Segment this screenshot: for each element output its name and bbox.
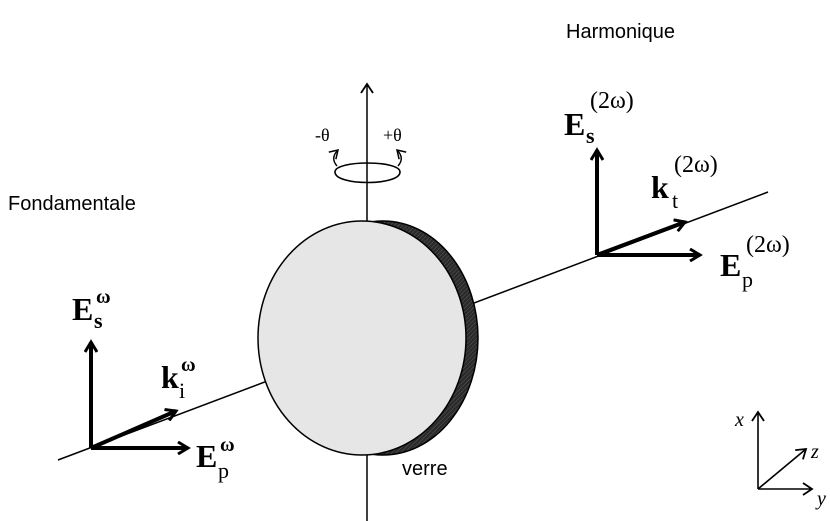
rotation-ellipse [334,162,401,184]
plus-theta-label: +θ [383,125,402,145]
kt-2omega-arrow [596,222,685,257]
fondamentale-label: Fondamentale [8,193,136,215]
ki-omega-arrow [90,411,176,450]
z-axis-arrow [757,447,808,490]
ki-omega-label: kiω [161,354,196,403]
x-axis-label: x [734,409,744,431]
disk-face [257,220,467,456]
rotation-arrow-right [395,148,407,167]
y-axis-label: y [815,488,826,510]
harmonique-label: Harmonique [566,21,675,43]
verre-label: verre [402,458,448,480]
ep-omega-label: Epω [196,434,235,483]
z-axis-label: z [810,441,819,463]
es-omega-label: Esω [72,286,111,333]
rotation-arrow-left [328,148,340,167]
minus-theta-label: -θ [315,125,330,145]
glass-disk [257,220,479,456]
coordinate-axes: x z y [734,409,826,510]
ep-2omega-label: Ep(2ω) [720,232,790,292]
es-2omega-label: Es(2ω) [564,88,634,148]
